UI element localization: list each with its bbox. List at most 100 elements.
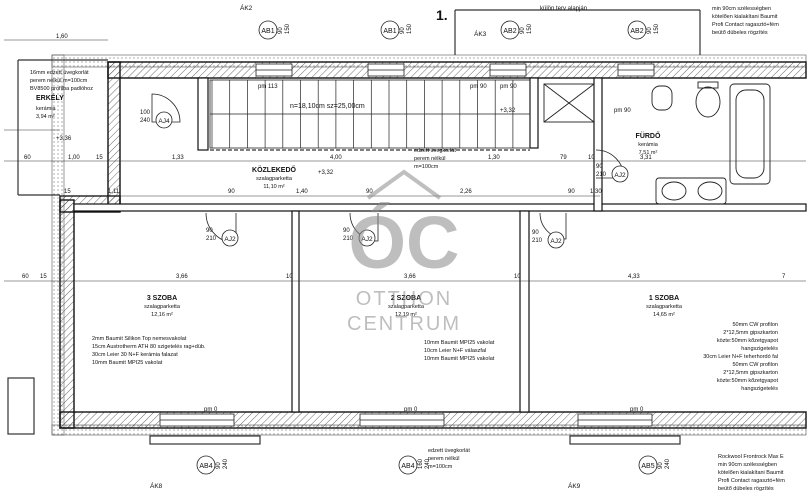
dimension-lines [4,39,806,282]
section-mark: ÁK3 [474,29,487,38]
door-width: 90 [206,228,213,234]
railing-note-line: edzett üvegkorlát [428,448,470,454]
wall-note-line: 50mm CW profilon [732,322,778,328]
dimension-text: 15 [96,155,103,161]
dimension-text: 10 [588,155,595,161]
door-id: AJ2 [614,172,626,179]
top-note: külön terv alapján [540,6,587,12]
right-top-note-line: kötelően kialakítani Baumit [712,14,778,20]
right-top-note-line: Profi Contact ragasztó+fém [712,22,779,28]
bathtub [729,83,771,185]
dimension-text: 60 [24,155,31,161]
stair-label: n=18,10cm sz=25,00cm [290,103,365,110]
level-mark: pm 90 [470,84,487,90]
room-finish: szalagparketta [646,304,683,310]
door-id: AJ4 [158,118,170,125]
watermark: ÓC OTTHON CENTRUM [347,169,460,335]
dimension-text: 15 [40,274,47,280]
room-finish: kerámia [638,142,659,148]
plan-number: 1. [436,7,448,23]
wall-note-line: 10mm Baumit MPI25 vakolat [424,340,495,346]
door-tag-circle [611,165,629,183]
room-area: 7,51 m² [639,150,658,156]
dimension-text: 1,00 [68,155,80,161]
room-finish: szalagparketta [388,304,425,310]
bottom-right-note-line: Rockwool Frontrock Max E [718,454,784,460]
wall-note-line: 15cm Austrotherm ATH 80 szigetelés rag+d… [92,344,206,350]
door-width: 100 [140,110,151,116]
level-mark: pm 0 [204,407,218,413]
window-tag-circle [398,455,418,475]
dimension-text: 1,11 [108,189,120,195]
wall-note-line: közte:50mm kőzetgyapot [717,338,779,344]
level-mark: pm 90 [614,108,631,114]
window-id: AB1 [383,28,396,35]
level-mark: +3,36 [56,136,72,142]
room-area: 12,16 m² [151,312,173,318]
window-width: 160 [418,458,424,469]
watermark-monogram: ÓC [349,201,460,284]
room-name: 1 SZOBA [649,295,679,302]
door-id: AJ2 [224,236,236,243]
door-id: AJ2 [361,236,373,243]
window-width: 90 [647,27,653,34]
railing-note-line: perem nélkül [414,156,446,162]
bottom-right-note-line: kötelően kialakítani Baumit [718,470,784,476]
door-tag: AJ2 90 210 [596,164,629,183]
wall-note-line: 2*12,5mm gipszkarton [723,370,778,376]
dimension-text: 4,33 [628,274,640,280]
interior-walls [73,77,807,413]
wall-note-line: 30cm Leier N+F teherhordó fal [703,354,778,360]
staircase [209,79,531,149]
wall-note-line: hangszigetelés [741,346,778,352]
dimension-text: 3,31 [640,155,652,161]
bottom-right-note-line: beütő dübeles rögzítés [718,486,774,492]
window-tag-circle [196,455,216,475]
stair-level: pm 90 [500,84,517,90]
door-width: 90 [532,230,539,236]
door-width: 90 [343,228,350,234]
door-tag: AJ4 100 240 [140,110,173,129]
level-mark: +3,32 [500,108,516,114]
section-mark: ÁK2 [240,3,253,12]
dimension-text: 10 [286,274,293,280]
wall-note-line: 30cm Leier 30 N+F kerámia falazat [92,352,178,358]
right-top-note-line: beütő dübeles rögzítés [712,30,768,36]
stair-level: pm 113 [258,84,278,90]
window-id: AB4 [401,463,414,470]
dimension-text: 7 [782,274,786,280]
double-sink [655,177,727,205]
dimension-text: 79 [560,155,567,161]
wall-note-line: 10cm Leier N+F válaszfal [424,348,486,354]
door-width: 90 [596,164,603,170]
railing-note-line: perem nélkül [428,456,460,462]
level-mark: pm 0 [630,407,644,413]
wall-note-line: 10mm Baumit MPI25 vakolat [92,360,163,366]
window-tag-circle [500,20,520,40]
room-area: 12,19 m² [395,312,417,318]
door-height: 210 [596,172,607,178]
shower-tray [543,83,595,123]
dimension-text: 4,00 [330,155,342,161]
top-windows [255,63,655,77]
bottom-right-note-line: min 90cm szélességben [718,462,777,468]
right-top-note-line: min 90cm szélességben [712,6,771,12]
dimension-text: 90 [228,189,235,195]
dimension-text: 1,60 [56,34,68,40]
door-height: 240 [140,118,151,124]
window-id: AB1 [261,28,274,35]
door-tag-circle [155,111,173,129]
bottom-windows [159,413,653,427]
window-height: 150 [527,23,533,34]
glass-railings [7,9,701,445]
window-height: 150 [654,23,660,34]
dimension-text: 1,33 [172,155,184,161]
railing-note-line: m=100cm [414,164,439,170]
